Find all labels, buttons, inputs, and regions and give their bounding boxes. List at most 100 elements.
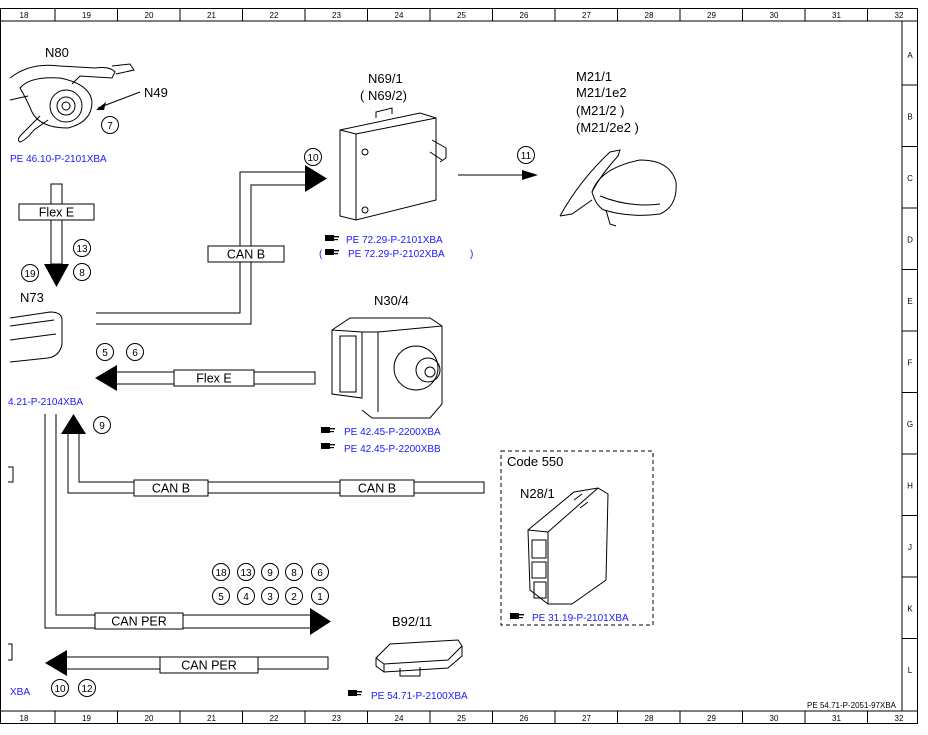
callout-circle	[73, 239, 91, 257]
bus-label-box	[133, 479, 209, 497]
callout-circle	[51, 679, 69, 697]
grid-column-label: 26	[520, 11, 529, 20]
n30-4-label: N30/4	[374, 293, 409, 308]
bus-label-box	[94, 612, 184, 630]
ref-link-n28[interactable]: PE 31.19-P-2101XBA	[532, 613, 629, 624]
callout-number: 9	[267, 568, 273, 579]
reference-hand-icon	[321, 427, 335, 433]
callout-number: 6	[132, 348, 138, 359]
ref-link-n73[interactable]: 4.21-P-2104XBA	[8, 397, 83, 408]
grid-row-label: F	[908, 359, 913, 368]
callout-number: 10	[307, 153, 319, 164]
callout-circle	[73, 263, 91, 281]
callout-circle	[101, 116, 119, 134]
grid-column-label: 27	[582, 714, 591, 723]
callout-circle	[78, 679, 96, 697]
grid-column-label: 27	[582, 11, 591, 20]
callout-number: 13	[76, 244, 88, 255]
ref-paren-close: )	[470, 249, 473, 260]
grid-row-label: B	[907, 113, 912, 122]
bus-label-box	[339, 479, 415, 497]
diagram-reference-code: PE 54.71-P-2051-97XBA	[807, 701, 897, 710]
ref-link-left-bottom[interactable]: XBA	[10, 687, 30, 698]
bus-label-box	[173, 369, 255, 387]
bus-label-can-b: CAN B	[358, 482, 396, 496]
grid-column-label: 21	[207, 714, 216, 723]
callout-number: 9	[99, 421, 105, 432]
grid-column-label: 20	[145, 714, 154, 723]
grid-column-label: 24	[395, 11, 404, 20]
mirror-motor	[559, 149, 677, 227]
code-550-label: Code 550	[507, 454, 563, 469]
n80-label: N80	[45, 45, 69, 60]
n73-label: N73	[20, 290, 44, 305]
can-b-lower-bus	[67, 434, 485, 494]
callout-number: 19	[24, 269, 36, 280]
callout-number: 6	[317, 568, 323, 579]
callout-number: 5	[218, 592, 224, 603]
reference-hand-icon	[321, 443, 335, 449]
b92-11-sensor	[375, 639, 463, 677]
connector-stub	[8, 643, 13, 661]
n73-module	[9, 311, 63, 363]
callout-number: 3	[267, 592, 273, 603]
grid-column-label: 22	[270, 11, 279, 20]
grid-row-label: G	[907, 420, 913, 429]
grid-column-label: 19	[82, 714, 91, 723]
grid-column-label: 24	[395, 714, 404, 723]
callout-circle	[96, 343, 114, 361]
grid-column-label: 25	[457, 714, 466, 723]
ref-link-n69-a[interactable]: PE 72.29-P-2101XBA	[346, 235, 443, 246]
grid-row-label: E	[907, 297, 912, 306]
callout-number: 8	[291, 568, 297, 579]
callout-number: 8	[79, 268, 85, 279]
grid-column-label: 29	[707, 714, 716, 723]
grid-row-label: H	[907, 482, 913, 491]
callout-number: 10	[54, 684, 66, 695]
grid-row-label: A	[907, 51, 913, 60]
callout-number: 4	[243, 592, 249, 603]
can-b-up-arrowhead	[61, 414, 86, 434]
grid-column-label: 30	[770, 714, 779, 723]
grid-column-label: 25	[457, 11, 466, 20]
code-550-box	[500, 450, 654, 626]
n69-module	[339, 107, 447, 221]
callout-number: 5	[102, 348, 108, 359]
callout-number: 13	[240, 568, 252, 579]
reference-hand-icon	[325, 235, 339, 241]
ref-link-n30-b[interactable]: PE 42.45-P-2200XBB	[344, 444, 441, 455]
ref-link-n80[interactable]: PE 46.10-P-2101XBA	[10, 154, 107, 165]
ref-link-b92[interactable]: PE 54.71-P-2100XBA	[371, 691, 468, 702]
n80-steering-module	[9, 63, 135, 143]
n49-label: N49	[144, 85, 168, 100]
ref-link-n69-b[interactable]: PE 72.29-P-2102XBA	[348, 249, 445, 260]
n28-1-module	[527, 487, 609, 605]
bus-label-box	[18, 203, 95, 221]
callout-circle	[304, 148, 322, 166]
signal-arrowhead	[522, 170, 538, 180]
grid-column-label: 30	[770, 11, 779, 20]
bus-label-flex-e: Flex E	[39, 206, 74, 220]
m21-2-label: (M21/2 )	[576, 103, 624, 118]
grid-column-label: 23	[332, 714, 341, 723]
callout-circle	[126, 343, 144, 361]
n69-1-label: N69/1	[368, 71, 403, 86]
n30-4-module	[331, 317, 443, 419]
bus-label-can-per: CAN PER	[111, 615, 167, 629]
bus-label-can-per: CAN PER	[181, 659, 237, 673]
ref-link-n30-a[interactable]: PE 42.45-P-2200XBA	[344, 427, 441, 438]
grid-column-label: 19	[82, 11, 91, 20]
grid-column-label: 26	[520, 714, 529, 723]
callout-circle	[21, 264, 39, 282]
grid-column-label: 29	[707, 11, 716, 20]
bus-label-can-b: CAN B	[152, 482, 190, 496]
grid-column-label: 28	[645, 11, 654, 20]
can-per-right-bus	[44, 414, 312, 629]
grid-column-label: 20	[145, 11, 154, 20]
reference-hand-icon	[510, 613, 524, 619]
b92-11-label: B92/11	[392, 614, 432, 629]
grid-frame: 1818191920202121222223232424252526262727…	[0, 8, 918, 724]
m21-2e2-label: (M21/2e2 )	[576, 120, 639, 135]
ref-paren-open: (	[319, 249, 323, 260]
